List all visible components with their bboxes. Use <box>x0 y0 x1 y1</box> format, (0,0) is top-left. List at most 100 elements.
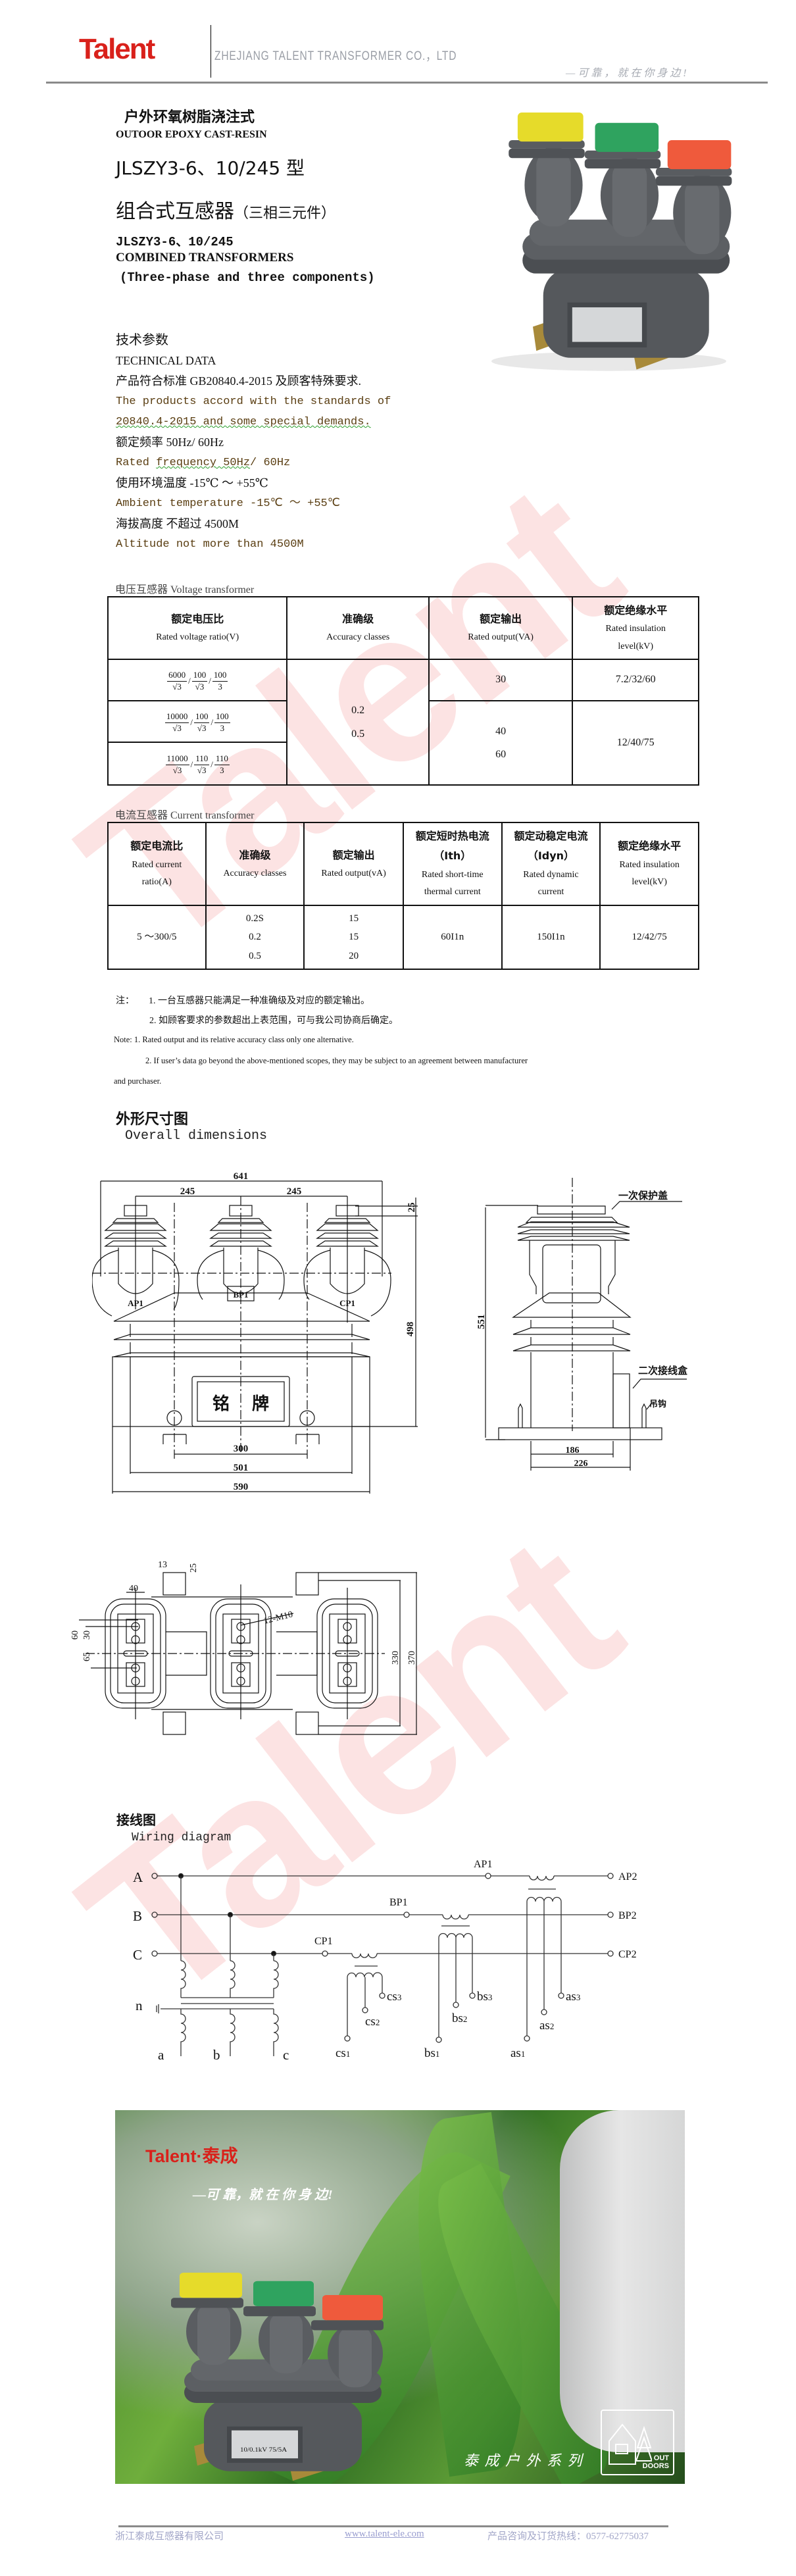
note-cn-2: 2. 如顾客要求的参数超出上表范围，可与我公司协商后确定。 <box>149 1016 398 1026</box>
dim-370: 370 <box>407 1651 417 1665</box>
phase-label-a: A <box>133 1869 143 1885</box>
insulator-graphic <box>560 2110 685 2452</box>
label-as1: as1 <box>510 2046 525 2060</box>
label-secondary-box: 二次接线盒 <box>638 1365 688 1376</box>
ct-ratio-cell: 5 ～300/5 <box>107 905 207 970</box>
note-en-1: Note: 1. Rated output and its relative a… <box>114 1035 354 1044</box>
promo-photo: Talent·泰成 —可 靠，就 在 你 身 边! 10/0.1kV 75/5A… <box>115 2110 685 2484</box>
phase-c-column <box>655 140 732 255</box>
dim-60: 60 <box>70 1630 80 1640</box>
label-bp1: BP1 <box>389 1897 408 1908</box>
product-name-cn: 组合式互感器（三相三元件） <box>116 195 336 224</box>
standard-en-2: 20840.4-2015 and some special demands. <box>116 416 371 428</box>
phase-label-c: C <box>133 1947 142 1963</box>
footer-hotline: 产品咨询及订货热线：0577-62775037 <box>487 2531 649 2542</box>
nameplate-outline <box>191 1376 290 1427</box>
phase-lines <box>151 1873 614 1957</box>
company-name: ZHEJIANG TALENT TRANSFORMER CO.，LTD <box>214 49 457 63</box>
bottom-view-drawing: 13 25 40 60 30 65 12-M10 330 370 <box>70 1560 417 1735</box>
vt-windings <box>156 1873 279 2056</box>
ct-insulation-cell: 12/42/75 <box>599 905 699 970</box>
note-cn-1: 注：1. 一台互感器只能满足一种准确级及对应的额定输出。 <box>116 996 370 1006</box>
dim-245-left: 245 <box>180 1186 195 1197</box>
cap-red <box>667 140 732 170</box>
label-cs3: cs3 <box>387 1990 401 2004</box>
insulator-a <box>92 1205 180 1317</box>
label-as3: as3 <box>566 1990 580 2004</box>
ct-a <box>524 1875 564 2042</box>
standard-en-1: The products accord with the standards o… <box>116 395 391 408</box>
photo-series-title: 泰 成 户 外 系 列 <box>464 2452 584 2469</box>
standard-cn: 产品符合标准 GB20840.4-2015 及顾客特殊要求. <box>116 374 361 388</box>
cap-green <box>595 122 659 152</box>
dimension-lines <box>92 1180 418 1494</box>
photo-nameplate-text: 10/0.1kV 75/5A <box>240 2447 287 2454</box>
ct-idyn-cell: 150I1n <box>501 905 601 970</box>
dim-30: 30 <box>82 1630 92 1640</box>
label-cp1: CP1 <box>314 1936 333 1947</box>
header-rule <box>46 82 768 84</box>
dim-12-m10: 12-M10 <box>262 1609 293 1626</box>
phase-outline-a <box>105 1588 166 1719</box>
label-bs2: bs2 <box>452 2011 467 2025</box>
footer-rule <box>118 2525 668 2527</box>
dim-501: 501 <box>234 1463 249 1473</box>
product-model-en: JLSZY3-6、10/245 <box>116 235 234 249</box>
label-cp2: CP2 <box>618 1949 637 1960</box>
footer-website-link[interactable]: www.talent-ele.com <box>345 2529 424 2539</box>
insulator-c <box>303 1205 391 1317</box>
transformer-photo <box>491 113 732 371</box>
ct-b <box>435 1914 476 2043</box>
altitude-cn: 海拔高度 不超过 4500M <box>116 517 239 530</box>
product-title-en: OUTOOR EPOXY CAST-RESIN <box>116 129 267 140</box>
dim-641: 641 <box>234 1171 249 1182</box>
product-name-en: COMBINED TRANSFORMERS <box>116 251 294 265</box>
dim-186: 186 <box>566 1446 580 1455</box>
label-ap1: AP1 <box>474 1859 492 1870</box>
dim-330: 330 <box>391 1651 401 1665</box>
vt-sec-c: c <box>283 2047 289 2063</box>
front-view-drawing: 641 245 245 25 498 300 501 590 AP1 BP1 C… <box>92 1171 418 1494</box>
photo-slogan: —可 靠，就 在 你 身 边! <box>193 2188 333 2202</box>
note-en-3: and purchaser. <box>114 1076 162 1086</box>
frequency-en-a: Rated <box>116 457 157 469</box>
photo-brand-logo: Talent·泰成 <box>145 2146 238 2166</box>
header-slogan: —可靠，就在你身边! <box>566 68 689 79</box>
dim-13: 13 <box>158 1560 167 1570</box>
dim-498: 498 <box>405 1322 416 1337</box>
lifting-lugs <box>162 1410 320 1444</box>
vt-sec-b: b <box>213 2047 220 2063</box>
product-image <box>491 113 732 371</box>
label-bs3: bs3 <box>477 1990 492 2004</box>
dim-226: 226 <box>574 1459 588 1469</box>
insulator-b <box>197 1205 285 1301</box>
note-en-2: 2. If user’s data go beyond the above-me… <box>145 1056 528 1065</box>
dim-590: 590 <box>234 1482 249 1492</box>
cap-yellow <box>517 113 584 142</box>
technical-data: 技术参数 TECHNICAL DATA 产品符合标准 GB20840.4-201… <box>116 330 391 555</box>
vt-insulation-cell: 7.2/32/60 <box>572 659 699 701</box>
product-title-cn: 户外环氧树脂浇注式 <box>124 109 255 126</box>
label-ap1: AP1 <box>128 1298 143 1308</box>
brand-logo: Talent <box>79 33 155 65</box>
product-name-main: 组合式互感器 <box>116 200 234 223</box>
label-cs2: cs2 <box>365 2015 380 2029</box>
frequency-en: Rated frequency 50Hz/ 60Hz <box>116 453 391 473</box>
vt-insulation-cell: 12/40/75 <box>572 700 699 786</box>
